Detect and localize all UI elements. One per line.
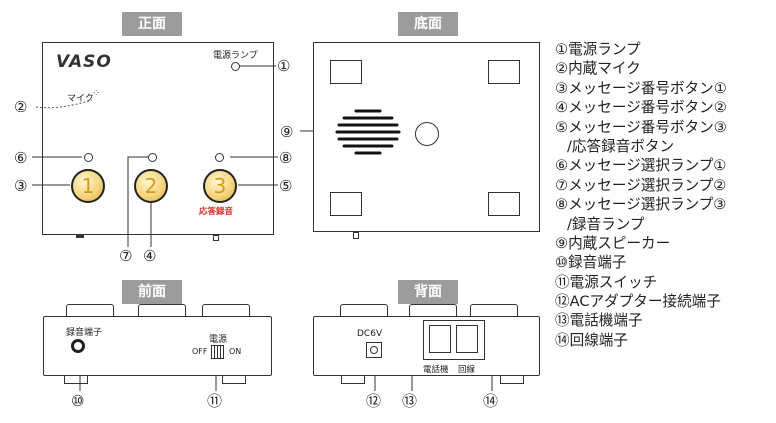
legend-item: ⑭回線端子 xyxy=(555,331,628,349)
legend-item: ⑥メッセージ選択ランプ① xyxy=(555,157,727,175)
message-select-lamp-1 xyxy=(84,153,93,162)
title-front-top: 正面 xyxy=(122,12,182,36)
top-button-edge xyxy=(66,304,114,318)
rubber-foot xyxy=(330,192,362,216)
legend-item: ⑩録音端子 xyxy=(555,254,627,272)
legend-item: ⑨内蔵スピーカー xyxy=(555,234,671,252)
device-back-panel xyxy=(313,316,540,376)
callout-7: ⑦ xyxy=(119,247,133,265)
mic-label: マイク xyxy=(67,94,94,104)
callout-11: ⑪ xyxy=(207,392,223,410)
rubber-foot xyxy=(222,376,246,384)
power-lamp-label: 電源ランプ xyxy=(213,51,258,61)
callout-9: ⑨ xyxy=(280,123,294,141)
callout-13: ⑬ xyxy=(402,392,418,410)
legend-item: ⑬電話機端子 xyxy=(555,312,643,330)
message-select-lamp-2 xyxy=(148,153,157,162)
callout-5: ⑤ xyxy=(279,177,293,195)
legend-item: ⑤メッセージ番号ボタン③ xyxy=(555,118,727,136)
legend-item: ①電源ランプ xyxy=(555,41,641,58)
callout-4: ④ xyxy=(143,247,157,265)
rubber-foot xyxy=(500,376,524,384)
dc-label: DC6V xyxy=(357,329,383,339)
title-back: 背面 xyxy=(398,280,458,304)
parts-legend: ①電源ランプ ②内蔵マイク ③メッセージ番号ボタン① ④メッセージ番号ボタン② … xyxy=(555,40,727,350)
device-top-panel xyxy=(42,42,274,235)
top-button-edge xyxy=(340,304,388,318)
message-button-3[interactable]: 3 xyxy=(203,169,237,203)
rubber-foot xyxy=(488,60,520,84)
top-button-edge xyxy=(409,304,457,318)
legend-item: ④メッセージ番号ボタン② xyxy=(555,99,727,117)
legend-item: ③メッセージ番号ボタン① xyxy=(555,79,727,97)
top-button-edge xyxy=(202,304,250,318)
callout-1: ① xyxy=(277,57,291,75)
callout-12: ⑫ xyxy=(366,392,382,410)
legend-item: /録音ランプ xyxy=(567,215,645,233)
legend-item: ⑫ACアダプター接続端子 xyxy=(555,293,721,311)
message-select-lamp-3 xyxy=(215,153,224,162)
line-terminal-label: 回線 xyxy=(458,365,476,375)
power-lamp xyxy=(231,62,240,71)
callout-14: ⑭ xyxy=(483,392,499,410)
callout-6: ⑥ xyxy=(14,149,28,167)
legend-item: ②内蔵マイク xyxy=(555,60,641,78)
legend-item: ⑪電源スイッチ xyxy=(555,273,658,291)
legend-item: /応答録音ボタン xyxy=(567,137,675,155)
foot xyxy=(213,235,219,241)
top-button-edge xyxy=(138,304,186,318)
dc-jack[interactable] xyxy=(366,342,382,358)
phone-terminal[interactable] xyxy=(429,325,451,353)
mic-grille-icon: ⁘ xyxy=(92,88,100,99)
callout-2: ② xyxy=(14,98,28,116)
message-button-1[interactable]: 1 xyxy=(71,169,105,203)
callout-8: ⑧ xyxy=(279,149,293,167)
title-bottom: 底面 xyxy=(398,12,458,36)
rubber-foot xyxy=(64,376,88,384)
speaker-grille-icon xyxy=(335,109,401,155)
foot xyxy=(76,235,84,238)
on-label: ON xyxy=(229,347,242,356)
phone-terminal-label: 電話機 xyxy=(423,365,449,375)
callout-3: ③ xyxy=(14,177,28,195)
foot xyxy=(353,232,359,239)
record-terminal-label: 録音端子 xyxy=(66,328,103,338)
answer-record-label: 応答録音 xyxy=(199,207,234,217)
screw-hole xyxy=(415,122,439,146)
rubber-foot xyxy=(330,60,362,84)
power-switch[interactable] xyxy=(211,345,224,359)
message-button-2[interactable]: 2 xyxy=(134,169,168,203)
title-front: 前面 xyxy=(122,280,182,304)
rubber-foot xyxy=(341,376,365,384)
modular-jack-block xyxy=(423,320,485,360)
legend-item: ⑧メッセージ選択ランプ③ xyxy=(555,196,727,214)
brand-logo: VASO xyxy=(56,52,112,72)
legend-item: ⑦メッセージ選択ランプ② xyxy=(555,176,727,194)
top-button-edge xyxy=(470,304,518,318)
power-switch-label: 電源 xyxy=(209,335,228,345)
record-jack[interactable] xyxy=(71,339,85,353)
line-terminal[interactable] xyxy=(456,325,478,353)
rubber-foot xyxy=(488,192,520,216)
off-label: OFF xyxy=(192,347,208,356)
callout-10: ⑩ xyxy=(71,392,85,410)
